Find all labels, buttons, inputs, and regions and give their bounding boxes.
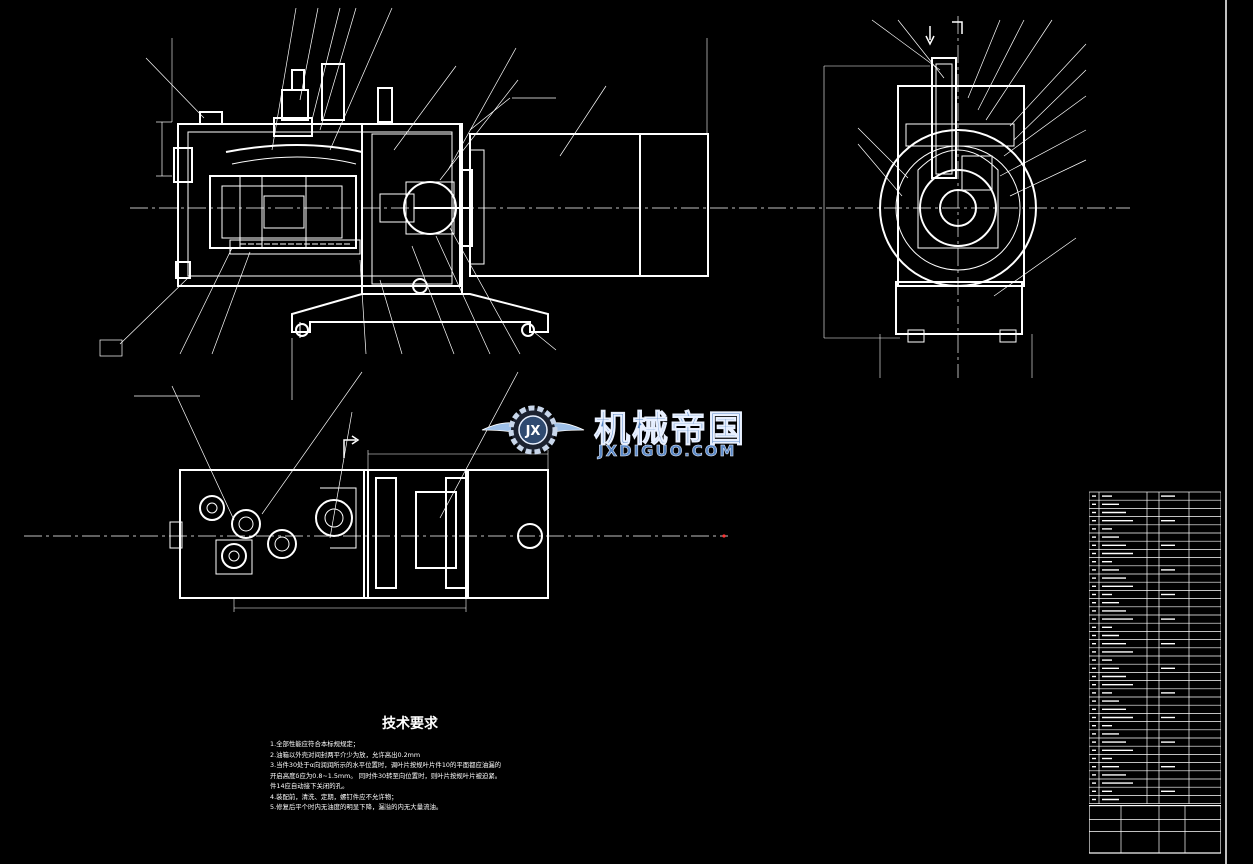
requirement-line: 开启高度δ应为0.8~1.5mm。 同时件30转至向位置时，则叶片按规叶片被迫紧… xyxy=(270,771,502,780)
requirement-line: 4.装配前，清洗、定期，螺钉件应不允许物； xyxy=(270,792,398,801)
red-marker xyxy=(722,534,726,538)
technical-requirements-list: 1.全部性能应符合本标规规定； 2.油箱以外壳对间封两平介少为放，允许高出0.2… xyxy=(270,739,570,813)
bill-of-materials-table xyxy=(1089,491,1221,854)
watermark-chinese: 机械帝国 xyxy=(593,409,747,451)
front-view-section xyxy=(99,7,709,400)
side-view-section xyxy=(823,19,1087,378)
centerlines xyxy=(24,16,1130,537)
watermark-logo: JX 机械帝国 JXDIGUO.COM xyxy=(478,396,778,466)
watermark-url: JXDIGUO.COM xyxy=(598,442,737,461)
requirement-line: 1.全部性能应符合本标规规定； xyxy=(270,740,360,748)
requirement-line: 件14应自动接下关闭的孔。 xyxy=(270,782,349,790)
technical-requirements: 技术要求 1.全部性能应符合本标规规定； 2.油箱以外壳对间封两平介少为放，允许… xyxy=(270,713,570,813)
requirement-line: 2.油箱以外壳对间封两平介少为放，允许高出0.2mm xyxy=(270,750,421,759)
requirement-line: 3.当件30处于α向润润所示的水平位置时，调叶片按规叶片件10的平面都应油漏的 xyxy=(270,761,502,769)
requirement-line: 5.修复后平个时内无油度的明显下降，漏溢的内无大量流油。 xyxy=(270,803,443,811)
gear-wings-icon: JX xyxy=(481,405,585,455)
watermark-badge: JX xyxy=(525,424,541,439)
technical-requirements-title: 技术要求 xyxy=(382,716,438,732)
plan-view-section xyxy=(134,371,549,612)
